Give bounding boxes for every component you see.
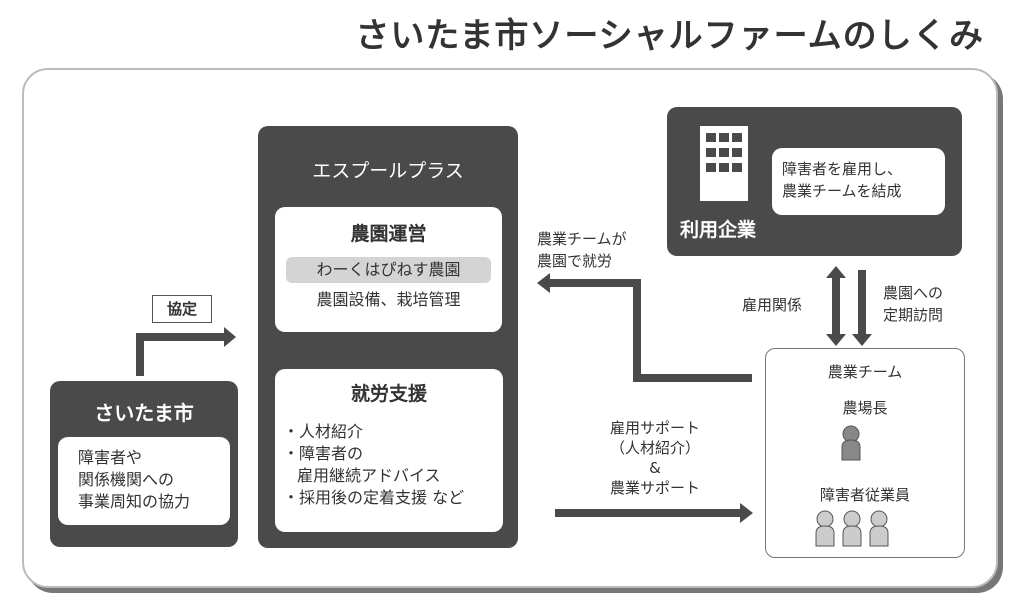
page-title: さいたま市ソーシャルファームのしくみ [355,16,984,56]
saitama-role-box: 障害者や 関係機関への 事業周知の協力 [58,437,230,525]
saitama-role-line: 関係機関への [78,470,175,489]
work-arrow [537,273,752,382]
work-label-line: 農業チームが [537,230,627,248]
saitama-role-line: 障害者や [78,448,143,467]
company-role-line: 障害者を雇用し、 [782,160,903,178]
saitama-city-name: さいたま市 [94,401,194,425]
espool-plus-box: エスプールプラス 農園運営 わーくはぴねす農園 農園設備、栽培管理 就労支援 ・… [258,126,518,548]
support-label-line: 農業サポート [609,479,700,497]
building-icon [700,126,748,201]
company-box: 障害者を雇用し、 農業チームを結成 利用企業 [667,107,962,256]
farm-name-badge: わーくはぴねす農園 [286,257,491,283]
agreement-arrow [136,327,236,376]
employment-support-list: ・人材紹介 ・障害者の 雇用継続アドバイス ・採用後の定着支援 など [283,421,464,509]
visit-label: 農園への 定期訪問 [883,282,943,326]
saitama-role-line: 事業周知の協力 [78,492,191,511]
employees-label: 障害者従業員 [819,486,910,504]
support-item: ・採用後の定着支援 など [283,488,465,507]
work-label-line: 農園で就労 [537,252,613,270]
support-label-line: 雇用サポート [609,419,700,437]
employees-people-icon [815,510,889,547]
support-item: 雇用継続アドバイス [297,466,441,485]
farm-operation-detail: 農園設備、栽培管理 [316,290,461,309]
company-role-text: 障害者を雇用し、 農業チームを結成 [782,158,902,202]
employment-support-box: 就労支援 ・人材紹介 ・障害者の 雇用継続アドバイス ・採用後の定着支援 など [275,369,503,532]
visit-label-line: 定期訪問 [883,306,944,324]
farm-leader-label: 農場長 [842,399,888,417]
farm-team-box: 農業チーム 農場長 障害者従業員 [765,348,965,558]
visit-label-line: 農園への [883,284,944,302]
support-arrow [555,503,753,523]
company-role-line: 農業チームを結成 [782,182,902,200]
company-name: 利用企業 [680,219,757,241]
support-label-line: & [649,459,661,477]
support-label-line: （人材紹介） [609,439,700,457]
agreement-label: 協定 [152,295,212,323]
leader-person-icon [841,425,861,461]
farm-team-name: 農業チーム [827,363,903,381]
support-item: ・障害者の [283,444,364,463]
visit-arrow [852,270,872,346]
saitama-city-box: さいたま市 障害者や 関係機関への 事業周知の協力 [50,381,238,547]
support-item: ・人材紹介 [283,422,364,441]
espool-plus-name: エスプールプラス [312,160,464,182]
employment-relation-label: 雇用関係 [742,296,803,314]
support-label: 雇用サポート （人材紹介） & 農業サポート [570,418,740,498]
saitama-role-text: 障害者や 関係機関への 事業周知の協力 [78,447,190,513]
employment-arrow [826,266,846,346]
company-role-box: 障害者を雇用し、 農業チームを結成 [772,148,945,215]
farm-operation-box: 農園運営 わーくはぴねす農園 農園設備、栽培管理 [275,207,502,332]
farm-operation-heading: 農園運営 [350,223,427,245]
employment-support-heading: 就労支援 [350,383,427,405]
work-label: 農業チームが 農園で就労 [537,228,627,272]
